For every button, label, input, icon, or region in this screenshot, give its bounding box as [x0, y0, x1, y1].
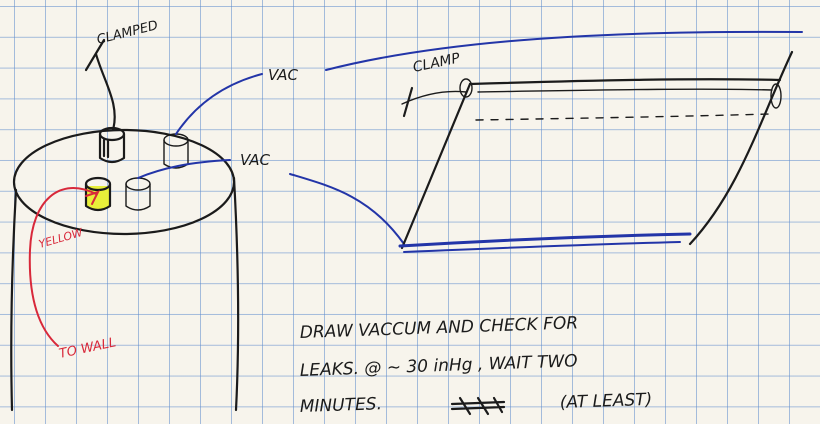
note-line-2: LEAKS. @ ~ 30 inHg , WAIT TWO	[299, 351, 577, 381]
bag-top-edge	[470, 79, 780, 84]
clamped-hose: CLAMPED	[86, 18, 160, 130]
vacuum-bag	[400, 52, 792, 252]
bag-fold-line	[476, 114, 770, 120]
red-line: YELLOW TO WALL	[30, 188, 118, 362]
bag-left-edge	[402, 84, 470, 248]
canister	[11, 130, 238, 410]
canister-right-wall	[234, 178, 238, 410]
note-line-3a: MINUTES.	[299, 394, 382, 417]
label-vac-mid: VAC	[240, 151, 271, 169]
bag-bottom-edge	[400, 234, 690, 246]
label-to-wall: TO WALL	[58, 335, 118, 362]
label-yellow: YELLOW	[37, 226, 85, 251]
label-clamped: CLAMPED	[95, 18, 159, 48]
clamped-port	[100, 128, 124, 162]
scribbled-out-word	[452, 398, 504, 414]
instruction-note: DRAW VACCUM AND CHECK FOR LEAKS. @ ~ 30 …	[299, 313, 652, 417]
note-line-3b: (AT LEAST)	[559, 390, 652, 413]
bag-clamp: CLAMP	[402, 50, 466, 116]
vac-port-mid	[126, 178, 150, 210]
note-line-1: DRAW VACCUM AND CHECK FOR	[299, 313, 578, 343]
label-clamp: CLAMP	[412, 50, 463, 76]
canister-left-wall	[11, 190, 16, 410]
vac-line-mid: VAC	[138, 151, 404, 244]
label-vac-top: VAC	[268, 66, 299, 84]
